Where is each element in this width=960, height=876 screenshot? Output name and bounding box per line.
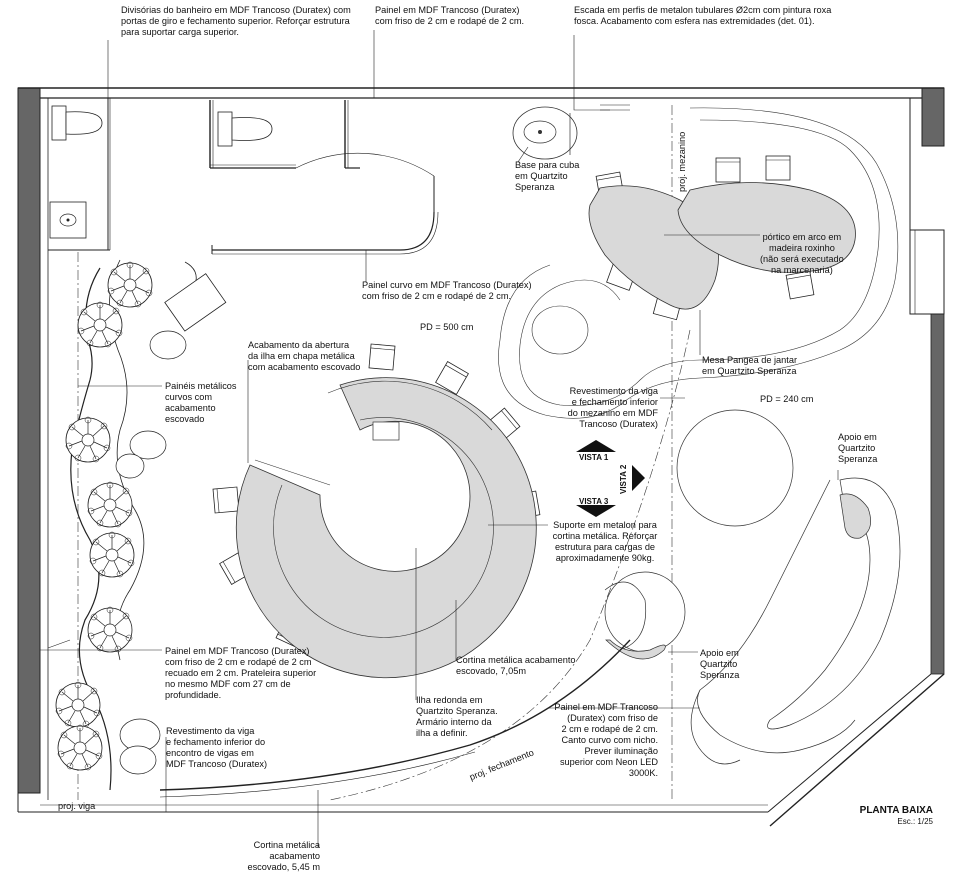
mezzanine-area [498, 104, 899, 419]
note-island: Ilha redonda em Quartzito Speranza. Armá… [416, 695, 498, 738]
note-beam-junction: Revestimento da viga e fechamento inferi… [166, 726, 268, 769]
label-mezzanine-projection: proj. mezanino [677, 131, 687, 192]
note-curtain-support: Suporte em metalon para cortina metálica… [552, 520, 658, 563]
drawing-title: PLANTA BAIXA [859, 805, 933, 816]
note-mezzanine-beam: Revestimento da viga e fechamento inferi… [567, 386, 658, 429]
leader-lines [40, 30, 839, 848]
drawing-scale: Esc.: 1/25 [897, 817, 933, 826]
note-recessed-panel: Painel em MDF Trancoso (Duratex) com fri… [165, 646, 317, 700]
curtain-curve [159, 639, 631, 798]
view-marker-3: VISTA 3 [579, 497, 609, 506]
dining-tables [588, 155, 856, 321]
sink-base [512, 106, 578, 160]
note-curtain-545: Cortina metálica acabamento escovado, 5,… [247, 840, 320, 872]
note-curved-panel: Painel curvo em MDF Trancoso (Duratex) c… [362, 280, 532, 301]
round-island [212, 343, 541, 679]
label-ceiling-height-240: PD = 240 cm [760, 394, 814, 404]
note-stair: Escada em perfis de metalon tubulares Ø2… [574, 5, 832, 26]
note-top-panel: Painel em MDF Trancoso (Duratex) com fri… [375, 5, 525, 26]
note-sink-base: Base para cuba em Quartzito Speranza [515, 160, 580, 192]
note-support-1: Apoio em Quartzito Speranza [838, 432, 878, 464]
note-metal-panels: Painéis metálicos curvos com acabamento … [165, 381, 237, 424]
note-island-opening: Acabamento da abertura da ilha em chapa … [248, 340, 361, 372]
label-ceiling-height-500: PD = 500 cm [420, 322, 474, 332]
note-dining-table: Mesa Pangea de jantar em Quartzito Spera… [702, 355, 798, 376]
note-bathroom-partitions: Divisórias do banheiro em MDF Trancoso (… [121, 5, 351, 37]
view-marker-1: VISTA 1 [579, 453, 609, 462]
note-support-2: Apoio em Quartzito Speranza [700, 648, 740, 680]
outer-walls [17, 87, 945, 827]
label-beam-projection: proj. viga [58, 801, 96, 811]
curved-bench [690, 477, 901, 765]
round-tables [604, 409, 794, 660]
note-portico: pórtico em arco em madeira roxinho (não … [760, 232, 844, 275]
note-curtain-705: Cortina metálica acabamento escovado, 7,… [456, 655, 576, 676]
bathroom [48, 98, 439, 255]
planters [47, 259, 227, 791]
view-markers [576, 440, 645, 517]
note-niche-panel: Painel em MDF Trancoso (Duratex) com fri… [554, 702, 658, 778]
view-marker-2: VISTA 2 [619, 464, 628, 494]
